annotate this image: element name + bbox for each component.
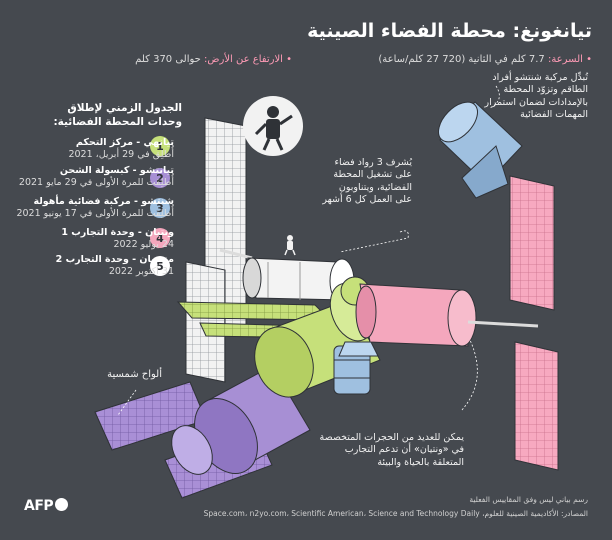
crew-annotation: يُشرف 3 رواد فضاء على تشغيل المحطة الفضا… (322, 157, 412, 206)
timeline-badge-1: 1 (150, 136, 170, 156)
callout-lines (117, 85, 500, 416)
timeline-badge-4: 4 (150, 228, 170, 248)
mengtian-solar-panels (185, 117, 253, 383)
altitude-line: • الارتفاع عن الأرض: حوالى 370 كلم (135, 54, 292, 65)
shenzhou-spacecraft (438, 101, 523, 199)
shenzhou-annotation: تُبدِّل مركبة شنتشو أفراد الطاقم وتزوّد … (484, 72, 588, 121)
timeline-item-3: شنتشو - مركبة فضائية مأهولة أُطلِقت للمر… (4, 196, 174, 220)
timeline-badge-5: 5 (150, 256, 170, 276)
timeline-badge-2: 2 (150, 168, 170, 188)
sources-line: المصادر: الأكاديمية الصينية للعلوم، Spac… (203, 509, 588, 518)
timeline-item-date: أُطلِق في 29 أبريل، 2021 (68, 148, 174, 160)
docked-shenzhou (333, 341, 379, 395)
timeline-item-name: تيانتشو - كبسولة الشحن (59, 165, 174, 176)
speed-label: • السرعة: (547, 54, 592, 65)
afp-logo: AFP (24, 498, 69, 514)
timeline-item-date: 24 يوليو 2022 (113, 238, 174, 250)
astronaut-icon-large (243, 96, 303, 156)
timeline-heading: الجدول الزمني لإطلاق وحدات المحطة الفضائ… (53, 102, 182, 128)
wentian-module (355, 283, 477, 347)
timeline-item-name: تيانهي - مركز التحكم (75, 137, 174, 148)
timeline-item-4: ونتيان - وحدة التجارب 1 24 يوليو 2022 (4, 227, 174, 251)
speed-line: • السرعة: 7.7 كلم في الثانية (720 27 كلم… (378, 54, 592, 65)
solar-panel-annotation: ألواح شمسية (107, 369, 162, 380)
timeline-item-5: منغتيان - وحدة التجارب 2 31 أكتوبر 2022 (4, 254, 174, 278)
speed-value: 7.7 كلم في الثانية (720 27 كلم/ساعة) (378, 54, 545, 65)
timeline-item-1: تيانهي - مركز التحكم أُطلِق في 29 أبريل،… (4, 137, 174, 161)
timeline-item-name: منغتيان - وحدة التجارب 2 (55, 254, 174, 265)
timeline-item-name: شنتشو - مركبة فضائية مأهولة (33, 196, 174, 207)
timeline-item-2: تيانتشو - كبسولة الشحن أُطلِقت للمرة الأ… (4, 165, 174, 189)
altitude-label: • الارتفاع عن الأرض: (204, 54, 292, 65)
timeline-item-date: 31 أكتوبر 2022 (108, 265, 174, 277)
wentian-annotation: يمكن للعديد من الحجرات المتخصصة في «ونتي… (319, 432, 464, 468)
page-title: تيانغونغ: محطة الفضاء الصينية (307, 20, 592, 42)
timeline-item-date: أُطلِقت للمرة الأولى في 17 يونيو 2021 (16, 207, 174, 219)
wentian-solar-panels (467, 175, 559, 471)
timeline-item-date: أُطلِقت للمرة الأولى في 29 مايو 2021 (18, 176, 174, 188)
astronaut-icon-small (284, 235, 296, 256)
scale-note: رسم بياني ليس وفق المقاييس الفعلية (469, 495, 588, 504)
timeline-item-name: ونتيان - وحدة التجارب 1 (61, 227, 174, 238)
timeline-badge-3: 3 (150, 198, 170, 218)
altitude-value: حوالى 370 كلم (135, 54, 201, 65)
